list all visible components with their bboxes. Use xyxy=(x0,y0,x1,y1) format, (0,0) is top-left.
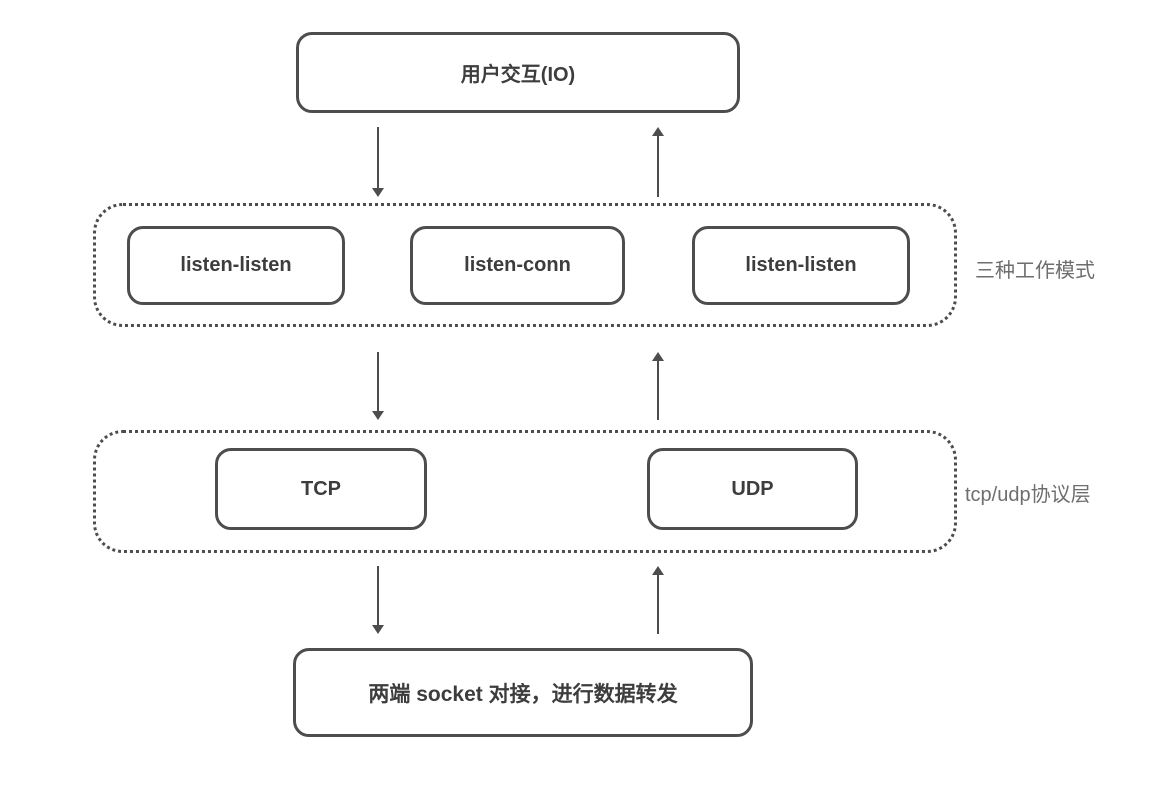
arrow-shaft xyxy=(377,127,379,189)
node-tcp-label: TCP xyxy=(301,477,341,500)
node-listen-listen-2-label: listen-listen xyxy=(745,254,857,276)
arrow-shaft xyxy=(377,566,379,626)
arrow-up-icon xyxy=(652,566,664,634)
node-user-io: 用户交互(IO) xyxy=(296,32,740,113)
modes-layer-container xyxy=(93,203,957,327)
node-socket-forward: 两端 socket 对接，进行数据转发 xyxy=(293,648,753,737)
node-socket-forward-label: 两端 socket 对接，进行数据转发 xyxy=(368,682,678,706)
arrow-shaft xyxy=(657,360,659,420)
node-udp-label: UDP xyxy=(731,477,774,500)
arrow-shaft xyxy=(377,352,379,412)
arrow-down-icon xyxy=(372,127,384,197)
arrow-shaft xyxy=(657,574,659,634)
arrow-down-icon xyxy=(372,352,384,420)
node-udp: UDP xyxy=(647,448,858,530)
node-user-io-label: 用户交互(IO) xyxy=(460,64,576,86)
node-listen-conn: listen-conn xyxy=(410,226,625,305)
arrow-head xyxy=(652,566,664,575)
arrow-head xyxy=(372,625,384,634)
modes-layer-side-label: 三种工作模式 xyxy=(975,260,1095,282)
arrow-shaft xyxy=(657,135,659,197)
arrow-head xyxy=(372,411,384,420)
arrow-up-icon xyxy=(652,352,664,420)
node-listen-listen-2: listen-listen xyxy=(692,226,910,305)
protocol-layer-container xyxy=(93,430,957,553)
arrow-head xyxy=(652,127,664,136)
protocol-layer-side-label: tcp/udp协议层 xyxy=(965,484,1091,506)
node-tcp: TCP xyxy=(215,448,427,530)
arrow-head xyxy=(652,352,664,361)
arrow-head xyxy=(372,188,384,197)
node-listen-listen-1-label: listen-listen xyxy=(180,254,292,276)
arrow-up-icon xyxy=(652,127,664,197)
node-listen-listen-1: listen-listen xyxy=(127,226,345,305)
arrow-down-icon xyxy=(372,566,384,634)
node-listen-conn-label: listen-conn xyxy=(464,254,571,276)
